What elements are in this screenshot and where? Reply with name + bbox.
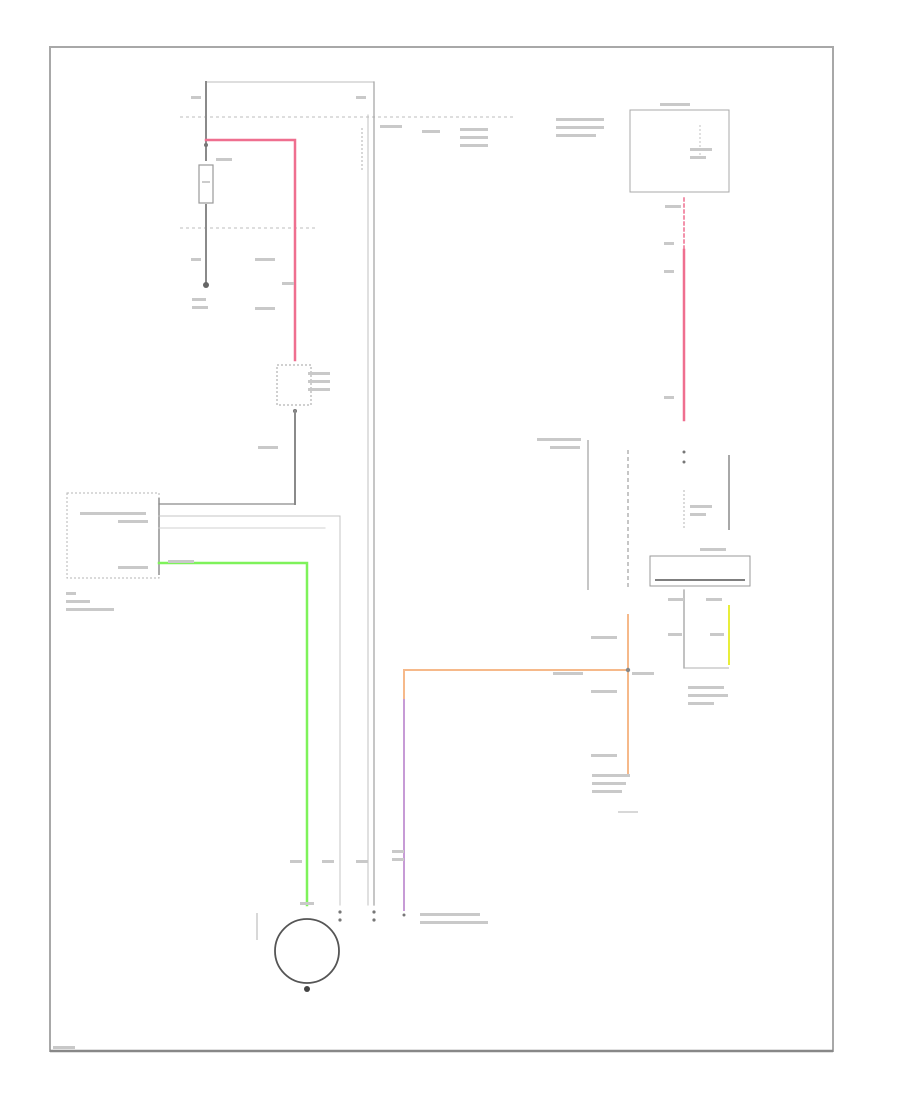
junction-box bbox=[629, 109, 730, 193]
sensor-dot bbox=[402, 913, 406, 917]
terminal-dot-2 bbox=[338, 918, 342, 922]
corner-mark bbox=[53, 1046, 75, 1049]
red-wire-dot-1 bbox=[682, 450, 686, 454]
orange-junction-dot bbox=[625, 667, 631, 673]
ground-icon bbox=[203, 282, 209, 288]
orange-horizontal-wire bbox=[403, 669, 629, 701]
red-wire-dot-2 bbox=[682, 460, 686, 464]
terminal-dot-1 bbox=[338, 910, 342, 914]
module-icon bbox=[66, 492, 160, 579]
alternator-ground-dot bbox=[304, 986, 310, 992]
red-power-wire bbox=[204, 138, 297, 362]
battery-icon bbox=[198, 164, 214, 204]
battery-junction-dot bbox=[204, 143, 208, 147]
terminal-dot-3 bbox=[372, 910, 376, 914]
terminal-dot-4 bbox=[372, 918, 376, 922]
fuse-icon bbox=[276, 364, 312, 406]
ecm-to-alternator-wire bbox=[158, 515, 341, 906]
green-signal-wire bbox=[157, 561, 309, 907]
label-marks bbox=[66, 96, 728, 924]
relay-icon bbox=[649, 555, 751, 587]
alternator-icon bbox=[274, 918, 340, 984]
